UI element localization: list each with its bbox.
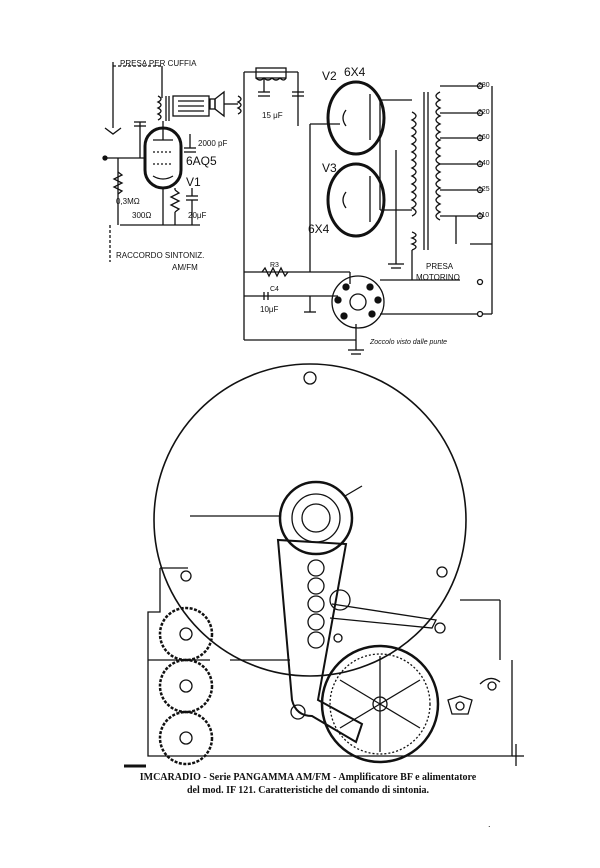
- tuning-link-label-line1: RACCORDO SINTONIZ.: [116, 251, 205, 260]
- speaker-icon: [209, 90, 225, 118]
- bplus-rail: [224, 67, 304, 340]
- capacitor-c3: [184, 134, 196, 153]
- tube-v2-type-label: 6X4: [344, 65, 366, 79]
- tube-v1-type-label: 6AQ5: [186, 154, 217, 168]
- tube-v3-type-label: 6X4: [308, 222, 330, 236]
- motor-socket-label-line2: MOTORINO: [416, 273, 460, 282]
- caption-line-1: IMCARADIO - Serie PANGAMMA AM/FM - Ampli…: [139, 772, 477, 783]
- headphone-jack-label: PRESA PER CUFFIA: [120, 59, 197, 68]
- capacitor-15uf-label: 15 μF: [262, 111, 283, 120]
- voltage-tap-label: 280: [478, 82, 490, 89]
- voltage-tap-label: 140: [478, 160, 490, 167]
- voltage-tap-label: 110: [478, 212, 490, 219]
- resistor-r3-label: R3: [270, 262, 279, 269]
- page-marker: .: [488, 819, 491, 829]
- filter-section: [244, 266, 364, 355]
- capacitor-20uf-label: 20μF: [188, 211, 207, 220]
- capacitor-c3-label: 2000 pF: [198, 139, 228, 148]
- tuning-mechanism-drawing: [124, 363, 524, 768]
- capacitor-c4-label: C4: [270, 286, 279, 293]
- drive-wheel: [320, 644, 440, 764]
- capacitor-10uf-label: 10μF: [260, 305, 279, 314]
- tube-socket: [331, 275, 385, 329]
- tube-v1-id-label: V1: [186, 175, 201, 189]
- tuning-link-label-line2: AM/FM: [172, 263, 198, 272]
- resistor-300-label: 300Ω: [132, 211, 152, 220]
- grid-input-path: [102, 121, 146, 225]
- voltage-tap-label: 220: [478, 109, 490, 116]
- power-transformer: [379, 91, 442, 280]
- tube-v3: [309, 124, 386, 272]
- headphone-jack-symbol: [104, 62, 163, 135]
- cathode-network: [109, 188, 200, 262]
- output-transformer: [156, 95, 210, 121]
- tube-v2-id-label: V2: [322, 69, 337, 83]
- caption-line-2: del mod. IF 121. Caratteristiche del com…: [186, 784, 430, 796]
- amplifier-schematic: [102, 62, 493, 355]
- tube-v1: [143, 121, 183, 190]
- terminals: [476, 82, 484, 318]
- voltage-selector: [380, 85, 493, 315]
- voltage-tap-label: 125: [478, 186, 490, 193]
- tube-v2: [310, 80, 386, 156]
- tube-v3-id-label: V3: [322, 161, 337, 175]
- gear-stack: [158, 606, 214, 766]
- resistor-03m-label: 0,3MΩ: [116, 197, 140, 206]
- voltage-tap-label: 160: [478, 134, 490, 141]
- socket-note-label: Zoccolo visto dalle punte: [370, 339, 448, 346]
- motor-socket-label-line1: PRESA: [426, 262, 454, 271]
- figure-caption: IMCARADIO - Serie PANGAMMA AM/FM - Ampli…: [128, 772, 488, 797]
